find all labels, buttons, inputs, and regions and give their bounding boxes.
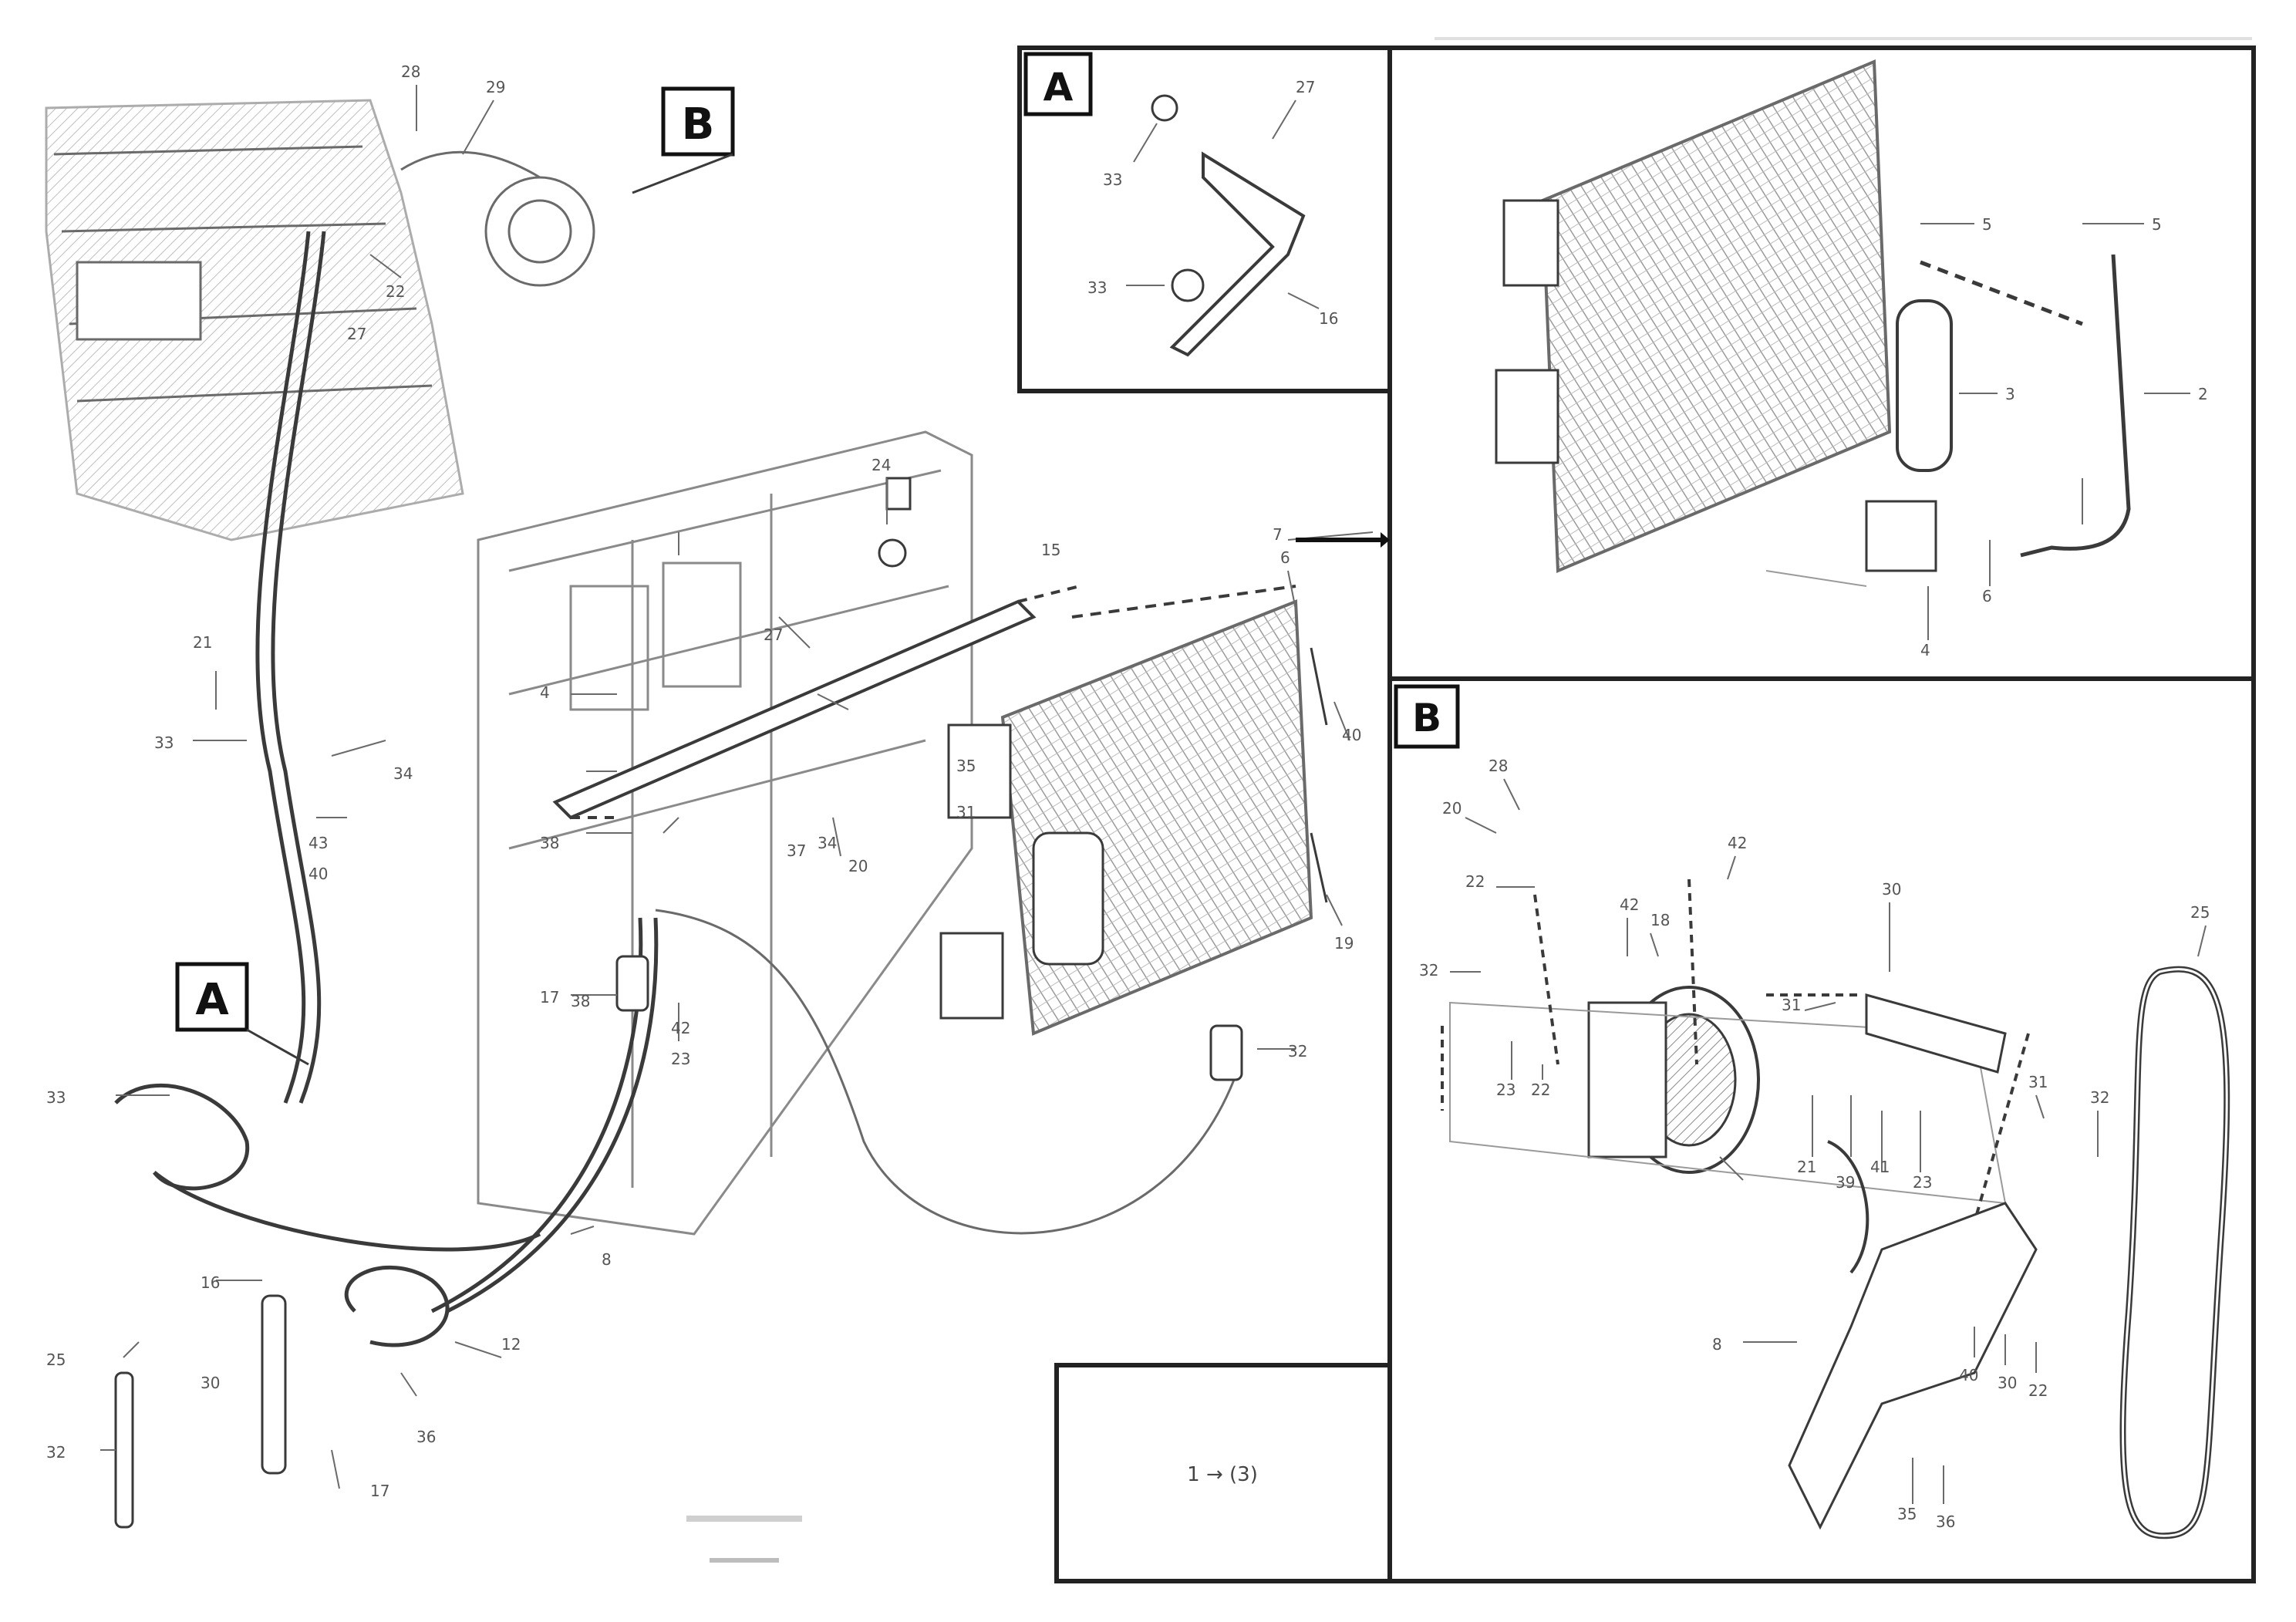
svg-text:40: 40	[1959, 1366, 1978, 1384]
svg-text:22: 22	[1465, 872, 1485, 891]
callout-label: 33	[46, 1088, 66, 1107]
callout-label: 38	[571, 992, 590, 1010]
callout-label: 27	[764, 626, 783, 644]
svg-text:5: 5	[2152, 215, 2162, 234]
svg-text:23: 23	[1913, 1173, 1932, 1192]
crossmember	[552, 585, 1081, 820]
callout-label: 22	[386, 282, 405, 301]
svg-text:5: 5	[1982, 215, 1992, 234]
svg-text:36: 36	[1936, 1512, 1955, 1531]
svg-text:B: B	[1412, 696, 1441, 740]
callout-label: 24	[872, 456, 891, 474]
callout-label: 21	[193, 633, 212, 652]
svg-text:6: 6	[1982, 587, 1992, 605]
svg-text:22: 22	[2028, 1381, 2048, 1400]
callout-label: 30	[201, 1374, 220, 1392]
detail-frames	[1017, 46, 2256, 1583]
svg-text:23: 23	[1496, 1081, 1515, 1099]
svg-text:A: A	[195, 975, 229, 1025]
svg-text:30: 30	[1882, 880, 1901, 899]
callout-label: 38	[540, 834, 559, 852]
svg-text:22: 22	[1531, 1081, 1550, 1099]
callout-label: 25	[46, 1351, 66, 1369]
callout-label: 17	[370, 1482, 389, 1500]
svg-text:42: 42	[1620, 895, 1639, 914]
callout-label: 34	[818, 834, 837, 852]
callout-label: 28	[401, 62, 420, 81]
svg-text:B: B	[682, 99, 715, 150]
callout-label: 32	[46, 1443, 66, 1462]
callout-label: 20	[848, 857, 868, 875]
detail-pointer	[1296, 532, 1390, 548]
callout-label: 32	[1288, 1042, 1307, 1061]
callout-label: 12	[501, 1335, 521, 1354]
callout-label: 33	[154, 733, 174, 752]
svg-text:33: 33	[1087, 278, 1107, 297]
callout-label: 43	[308, 834, 328, 852]
svg-text:32: 32	[1419, 961, 1438, 980]
svg-text:35: 35	[1897, 1505, 1917, 1523]
callout-label: 29	[486, 78, 505, 96]
frame-bracket	[477, 430, 973, 1236]
svg-text:27: 27	[1296, 78, 1315, 96]
callout-label: 8	[602, 1250, 612, 1269]
view-marker-a: A	[175, 962, 309, 1066]
svg-text:20: 20	[1442, 799, 1462, 818]
callout-label: 40	[308, 865, 328, 883]
callout-label: 27	[347, 325, 366, 343]
view-marker-b: B	[632, 86, 735, 194]
svg-text:42: 42	[1728, 834, 1747, 852]
svg-text:4: 4	[1920, 641, 1930, 659]
callout-label: 35	[956, 757, 976, 775]
callout-label: 42	[671, 1019, 690, 1037]
svg-text:41: 41	[1870, 1158, 1890, 1176]
callout-label: 16	[201, 1273, 220, 1292]
callout-label: 36	[416, 1428, 436, 1446]
svg-text:33: 33	[1103, 170, 1122, 189]
drawing-footer	[686, 1516, 802, 1563]
svg-text:31: 31	[2028, 1073, 2048, 1091]
legend-text: 1 → (3)	[1187, 1463, 1258, 1486]
callout-label: 17	[540, 988, 559, 1007]
callout-label: 15	[1041, 541, 1060, 559]
svg-text:21: 21	[1797, 1158, 1816, 1176]
callout-label: 31	[956, 803, 976, 821]
svg-text:8: 8	[1712, 1335, 1722, 1354]
callout-label: 23	[671, 1050, 690, 1068]
legend-box: 1 → (3)	[1187, 1463, 1258, 1486]
svg-text:25: 25	[2190, 903, 2210, 922]
svg-text:28: 28	[1489, 757, 1508, 775]
callout-label: 34	[393, 764, 413, 783]
callout-label: 40	[1342, 726, 1361, 744]
small-parts	[114, 477, 1328, 1529]
svg-text:A: A	[1043, 65, 1074, 110]
callout-label: 6	[1280, 548, 1290, 567]
condenser-detail: 5 5 3 2 6 4	[1495, 59, 2208, 659]
engine-block	[45, 99, 595, 541]
callout-labels-main: 28 29 22 27 21 33 27 24 6 15 7 4 38 40 3…	[46, 62, 1361, 1500]
svg-text:2: 2	[2198, 385, 2208, 403]
callout-label: 37	[787, 841, 806, 860]
callout-lines	[100, 85, 1374, 1489]
svg-text:31: 31	[1782, 996, 1801, 1014]
svg-text:16: 16	[1319, 309, 1338, 328]
svg-text:30: 30	[1998, 1374, 2017, 1392]
callout-label: 4	[540, 683, 550, 702]
condenser-main	[939, 585, 1313, 1036]
callout-label: 19	[1334, 934, 1354, 953]
view-b-detail: B 28 20 22 32 42 18 42 30 31 23 22 21	[1394, 684, 2230, 1539]
svg-text:32: 32	[2090, 1088, 2109, 1107]
svg-text:39: 39	[1836, 1173, 1855, 1192]
callout-label: 7	[1273, 525, 1283, 544]
svg-text:18: 18	[1650, 911, 1670, 929]
svg-text:3: 3	[2005, 385, 2015, 403]
view-a-detail: A 27 33 33 16	[1023, 52, 1338, 357]
